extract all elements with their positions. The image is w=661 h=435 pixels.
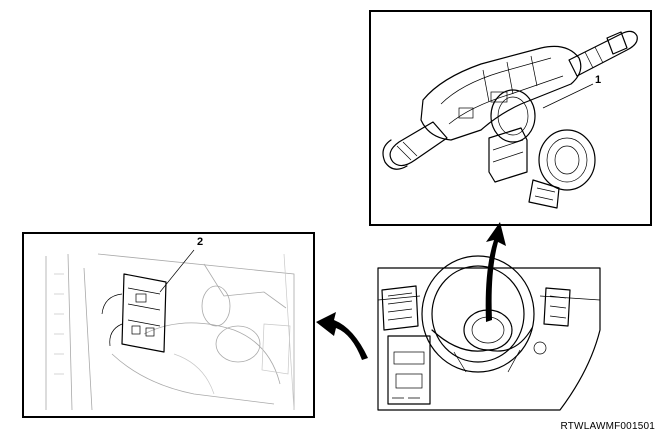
arrow-left-icon <box>316 312 368 360</box>
module-location-drawing <box>45 249 295 411</box>
callout-2: 2 <box>197 236 204 248</box>
detail-panel-combination-switch: 1 <box>369 10 652 226</box>
detail-panel-module-location: 2 <box>22 232 315 418</box>
arrow-up-icon <box>485 222 506 322</box>
combination-switch-drawing <box>382 30 638 209</box>
figure-reference-code: RTWLAWMF001501 <box>560 421 655 432</box>
callout-1: 1 <box>595 74 602 86</box>
